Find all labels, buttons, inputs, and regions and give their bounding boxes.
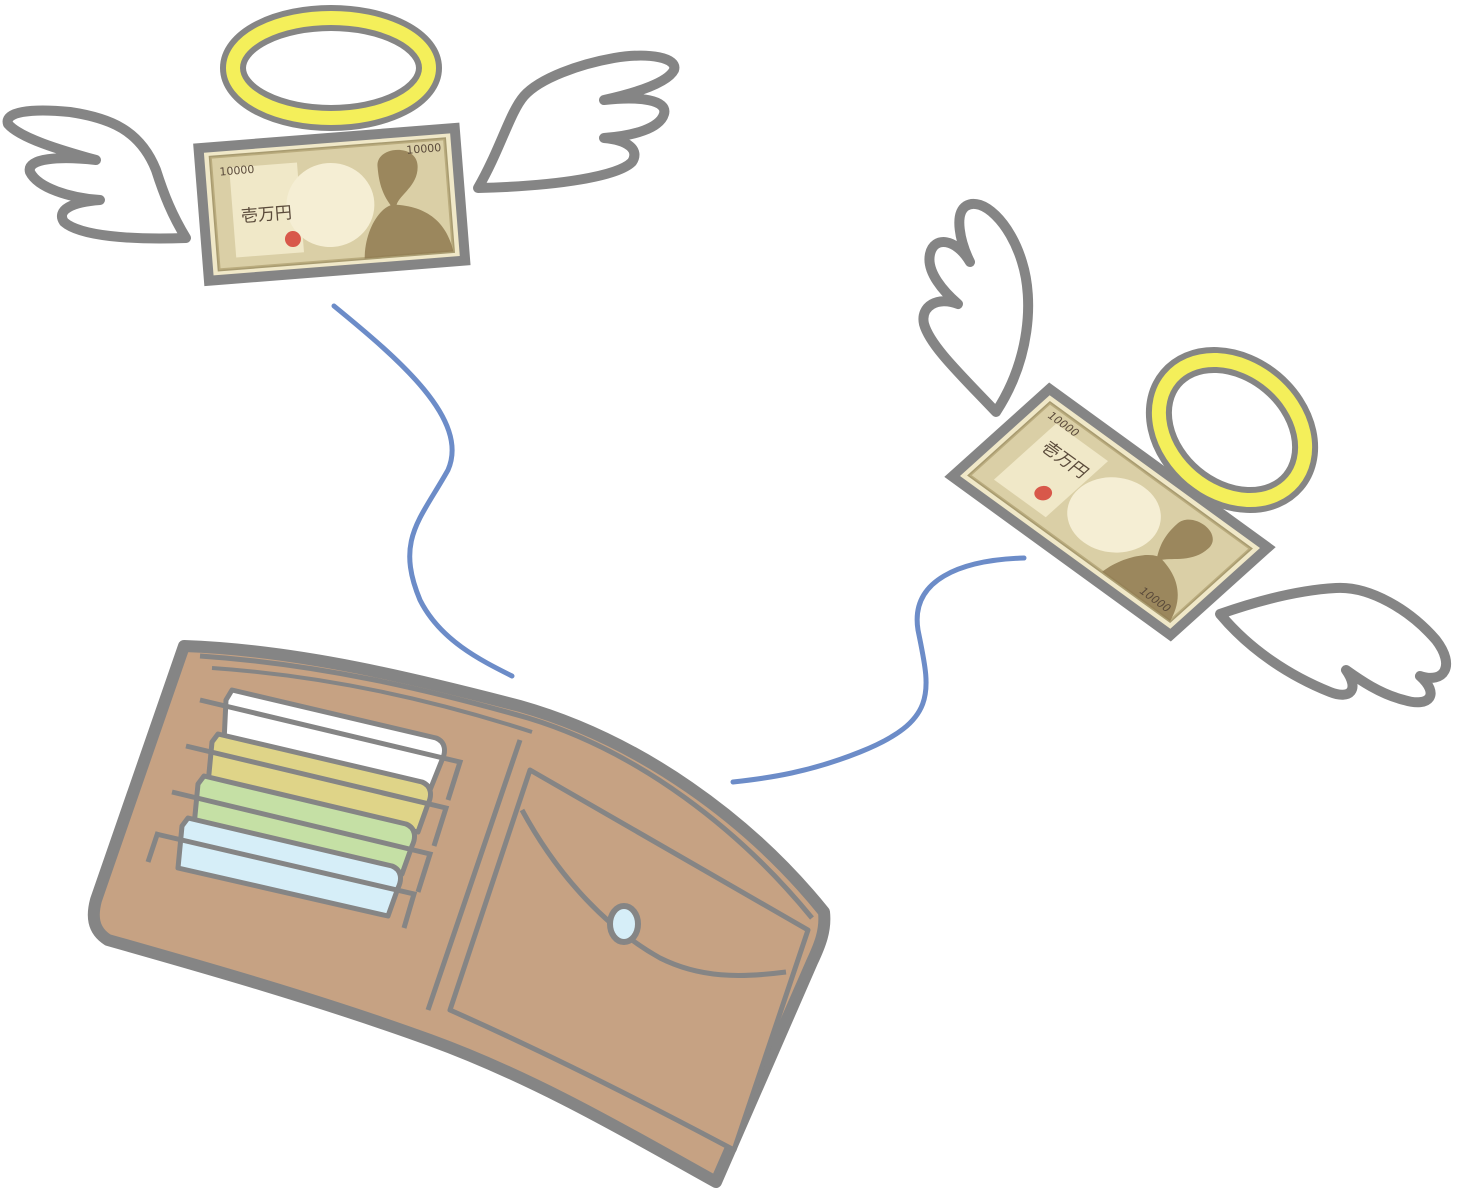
card-slots — [145, 687, 464, 929]
denomination-label: 10000 — [406, 141, 442, 157]
wing-right-icon — [473, 50, 680, 193]
coin-pocket — [447, 767, 811, 1153]
wing-lower-icon — [1215, 582, 1452, 708]
wallet-center-fold — [425, 739, 523, 1011]
wallet-icon — [87, 640, 831, 1188]
kanji-label: 壱万円 — [240, 203, 292, 227]
denomination-label: 10000 — [219, 163, 255, 179]
winged-banknote-right: 10000 10000 壱万円 — [918, 199, 1452, 708]
seal-icon — [284, 231, 301, 248]
motion-trail-left — [331, 303, 515, 679]
motion-trail-right — [730, 555, 1027, 785]
snap-button-icon — [607, 903, 641, 945]
wing-upper-icon — [918, 199, 1034, 417]
seal-icon — [1034, 485, 1053, 501]
winged-banknote-left: 10000 10000 壱万円 — [2, 5, 680, 287]
wing-left-icon — [2, 105, 191, 244]
coin-pocket-flap — [519, 808, 787, 978]
